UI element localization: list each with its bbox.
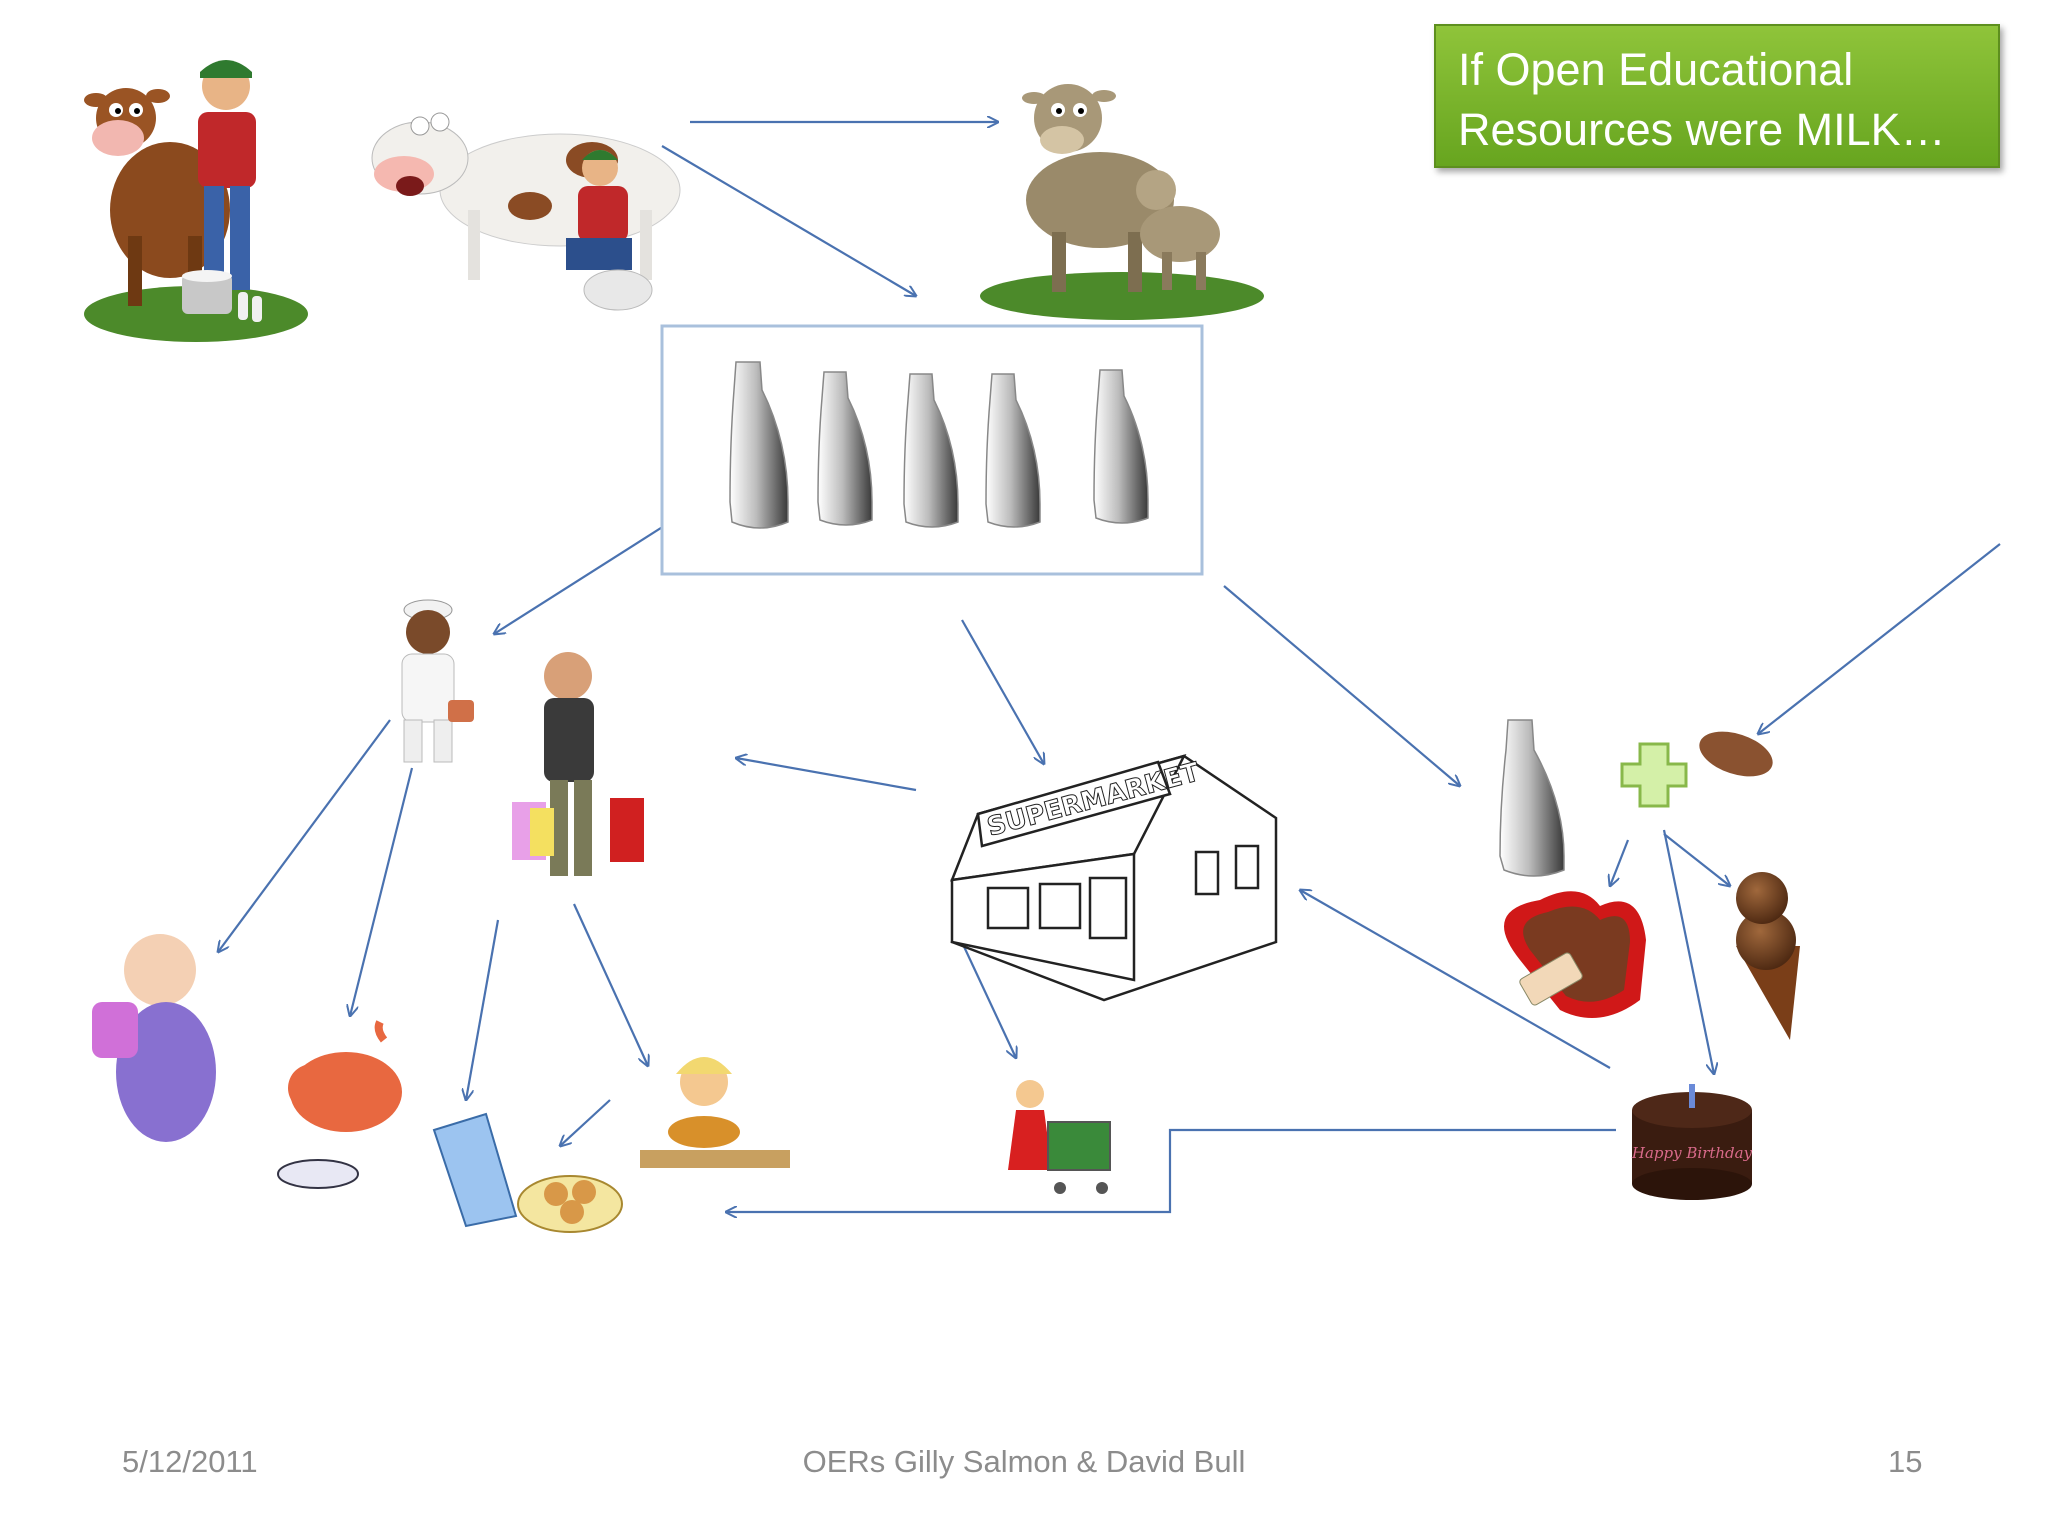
shopper-with-bags bbox=[512, 652, 644, 876]
girl-baking bbox=[640, 1057, 790, 1168]
arrow-bottles-to-milkman bbox=[494, 511, 687, 634]
milk-bottle bbox=[729, 361, 789, 529]
arrow-plus-to-cake bbox=[1662, 829, 1714, 1074]
arrow-cocoa-in bbox=[1758, 543, 2001, 734]
slide-title-line-2: Resources were MILK… bbox=[1458, 104, 1946, 155]
arrow-bottles-to-supermarket bbox=[961, 619, 1044, 764]
cow-milking-scene bbox=[371, 112, 681, 311]
arrow-plus-to-chocolates bbox=[1610, 839, 1630, 886]
footer-credit: OERs Gilly Salmon & David Bull bbox=[802, 1444, 1246, 1479]
cow-and-farmer bbox=[84, 60, 308, 342]
cow-and-calf bbox=[980, 84, 1264, 320]
milk-bottle bbox=[985, 373, 1041, 528]
arrow-plus-to-icecream bbox=[1663, 833, 1730, 886]
milk-and-cookies bbox=[432, 1112, 623, 1233]
milk-bottle bbox=[817, 371, 873, 526]
arrow-cook-to-cookies bbox=[560, 1099, 611, 1146]
arrow-milking-to-bottles bbox=[661, 145, 916, 296]
footer-page-number: 15 bbox=[1888, 1444, 1923, 1479]
arrow-shopper-to-cook bbox=[572, 903, 648, 1066]
cat-drinking-milk bbox=[277, 1020, 402, 1189]
milk-bottle bbox=[903, 373, 959, 528]
milkman bbox=[401, 599, 474, 763]
arrow-milkman-to-cat bbox=[350, 767, 414, 1016]
arrow-products-to-supermarket bbox=[1300, 890, 1611, 1069]
slide-title-line-1: If Open Educational bbox=[1458, 44, 1854, 95]
baby-with-bottle bbox=[92, 934, 216, 1142]
birthday-cake: Happy Birthday bbox=[1631, 1084, 1753, 1200]
milk-bottle bbox=[1093, 369, 1149, 524]
milk-bottles bbox=[729, 361, 1149, 529]
chocolate-box bbox=[1504, 891, 1646, 1018]
supermarket: SUPERMARKET bbox=[950, 754, 1278, 1002]
flow-arrows bbox=[218, 122, 2001, 1212]
arrow-supermarket-to-trolley bbox=[959, 937, 1016, 1058]
plus-sign bbox=[1620, 742, 1688, 808]
cake-text: Happy Birthday bbox=[1631, 1144, 1753, 1162]
cocoa-bean bbox=[1699, 731, 1773, 777]
arrow-cake-to-table bbox=[726, 1128, 1616, 1212]
arrow-shopper-to-glass bbox=[466, 919, 500, 1100]
footer-date: 5/12/2011 bbox=[122, 1444, 258, 1479]
girl-with-trolley bbox=[1008, 1080, 1111, 1194]
ice-cream-cone bbox=[1736, 872, 1800, 1040]
arrow-supermarket-to-shopper bbox=[736, 758, 917, 792]
arrow-milkman-to-baby bbox=[218, 719, 391, 952]
arrow-bottles-to-milk-ingredient bbox=[1223, 585, 1460, 786]
milk-ingredient-bottle bbox=[1499, 719, 1565, 877]
slide-title-box: If Open Educational Resources were MILK… bbox=[1434, 24, 2000, 168]
